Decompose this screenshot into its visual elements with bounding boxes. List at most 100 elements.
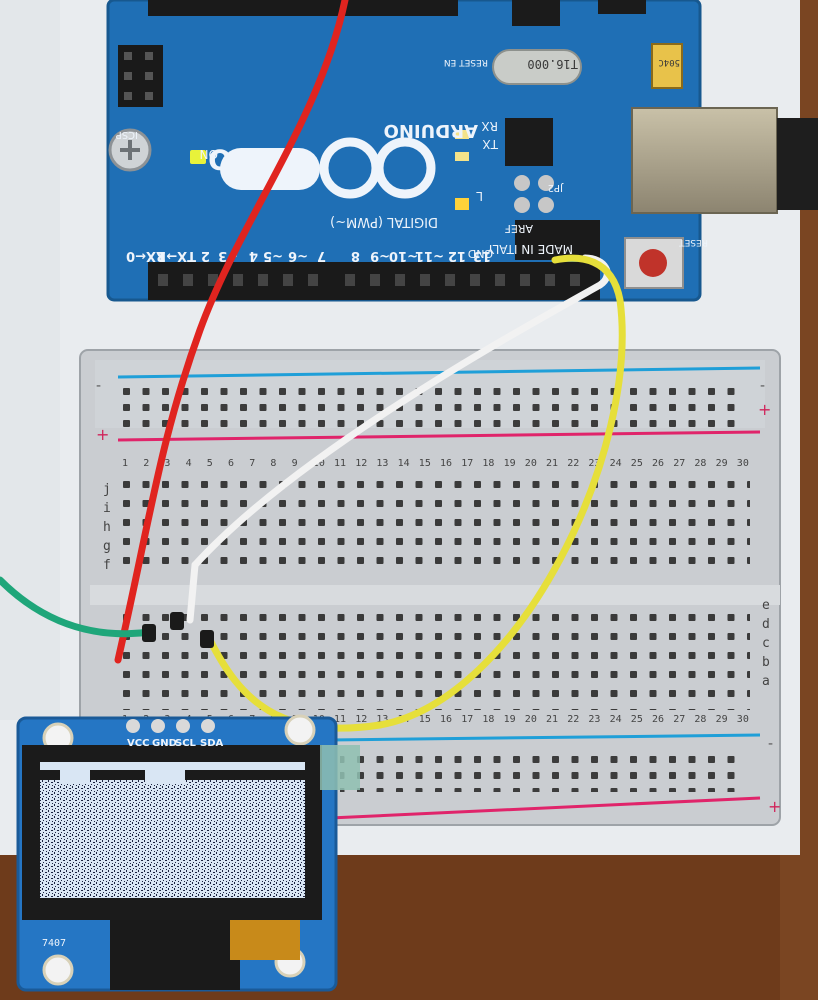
rail-minus-bottom-right: - — [768, 736, 773, 752]
column-number-top: 24 — [610, 458, 622, 469]
row-label-b: b — [762, 655, 770, 670]
capacitor-marking: 504C — [658, 57, 680, 67]
column-number-bottom: 12 — [355, 714, 367, 725]
arduino-reset-en-label: RESET EN — [444, 57, 488, 67]
row-label-a: a — [762, 674, 770, 689]
column-number-bottom: 24 — [610, 714, 622, 725]
column-number-top: 10 — [313, 458, 325, 469]
row-label-i: i — [103, 501, 111, 516]
column-number-top: 11 — [334, 458, 346, 469]
row-label-e: e — [762, 598, 770, 613]
column-number-bottom: 25 — [631, 714, 643, 725]
pin-label-1: TX→1 — [157, 248, 196, 263]
row-label-d: d — [762, 617, 770, 632]
column-number-top: 6 — [228, 458, 234, 469]
column-number-top: 16 — [440, 458, 452, 469]
wire-green — [0, 576, 154, 638]
pin-label-7: 7 — [317, 248, 326, 263]
arduino-rx-label: RX — [481, 119, 498, 133]
pin-label-11: ~11 — [415, 248, 444, 263]
breadboard — [79, 349, 781, 826]
pin-label-4: 4 — [249, 248, 258, 263]
column-number-bottom: 17 — [461, 714, 473, 725]
column-number-top: 7 — [249, 458, 255, 469]
column-number-top: 3 — [164, 458, 170, 469]
oled-pin-scl: SCL — [175, 738, 197, 749]
arduino-reset-label: RESET — [679, 237, 708, 247]
column-number-bottom: 26 — [652, 714, 664, 725]
pin-label-0: RX←0 — [126, 248, 166, 263]
column-number-top: 26 — [652, 458, 664, 469]
column-number-top: 19 — [504, 458, 516, 469]
oled-screen — [40, 780, 305, 898]
row-label-h: h — [103, 520, 111, 535]
column-number-top: 29 — [716, 458, 728, 469]
column-number-bottom: 16 — [440, 714, 452, 725]
column-number-top: 14 — [398, 458, 410, 469]
pin-label-13: 13 — [473, 248, 491, 263]
arduino-icsp-label: ICSP — [116, 129, 138, 140]
column-number-top: 1 — [122, 458, 128, 469]
arduino-digital-label: DIGITAL (PWM~) — [330, 214, 438, 229]
column-number-bottom: 18 — [482, 714, 494, 725]
column-number-top: 21 — [546, 458, 558, 469]
row-label-c: c — [762, 636, 770, 651]
rail-line-red-bottom — [329, 796, 761, 820]
column-number-top: 20 — [525, 458, 537, 469]
oled-module — [16, 714, 360, 992]
column-number-top: 13 — [376, 458, 388, 469]
column-number-top: 27 — [673, 458, 685, 469]
arduino-on-label: ON — [200, 147, 218, 161]
column-number-top: 25 — [631, 458, 643, 469]
column-number-bottom: 13 — [376, 714, 388, 725]
column-number-top: 17 — [461, 458, 473, 469]
pin-label-6: ~6 — [288, 248, 308, 263]
column-number-bottom: 15 — [419, 714, 431, 725]
row-label-g: g — [103, 539, 111, 554]
column-number-bottom: 19 — [504, 714, 516, 725]
rail-line-blue-top — [117, 366, 761, 379]
column-number-top: 9 — [292, 458, 298, 469]
pin-label-2: 2 — [201, 248, 210, 263]
rail-minus-top: - — [96, 378, 101, 394]
row-label-j: j — [103, 482, 111, 497]
rail-plus-bottom-right: + — [768, 797, 781, 816]
rail-line-red-top — [117, 430, 761, 442]
column-number-top: 8 — [270, 458, 276, 469]
column-number-bottom: 30 — [737, 714, 749, 725]
rail-plus-top: + — [96, 425, 109, 444]
column-number-top: 30 — [737, 458, 749, 469]
column-number-bottom: 27 — [673, 714, 685, 725]
column-number-bottom: 21 — [546, 714, 558, 725]
column-number-top: 28 — [694, 458, 706, 469]
column-number-bottom: 29 — [716, 714, 728, 725]
row-label-f: f — [103, 558, 111, 573]
column-number-top: 22 — [567, 458, 579, 469]
column-number-bottom: 11 — [334, 714, 346, 725]
oled-pin-sda: SDA — [200, 738, 224, 749]
column-number-bottom: 20 — [525, 714, 537, 725]
wire-red — [114, 0, 349, 664]
arduino-brand: ARDUINO — [384, 120, 478, 141]
arduino-aref-label: AREF — [505, 222, 533, 235]
arduino-gnd-label: GND — [468, 247, 493, 260]
pin-label-10: ~10 — [389, 248, 418, 263]
pin-label-8: 8 — [351, 248, 360, 263]
column-number-top: 12 — [355, 458, 367, 469]
crystal-marking: T16.000 — [527, 57, 578, 71]
column-number-top: 18 — [482, 458, 494, 469]
oled-pin-vcc: VCC — [127, 738, 149, 749]
arduino-jp2-label: JP2 — [548, 182, 564, 193]
rail-minus-top-right: - — [760, 378, 765, 394]
rail-plus-top-right: + — [758, 400, 771, 419]
column-number-top: 2 — [143, 458, 149, 469]
column-number-top: 23 — [588, 458, 600, 469]
oled-pin-gnd: GND — [152, 738, 177, 749]
arduino-l-label: L — [476, 189, 483, 203]
arduino-made-in: MADE IN ITALY — [486, 242, 573, 256]
pin-label-9: ~9 — [370, 248, 390, 263]
column-number-bottom: 23 — [588, 714, 600, 725]
column-number-bottom: 28 — [694, 714, 706, 725]
